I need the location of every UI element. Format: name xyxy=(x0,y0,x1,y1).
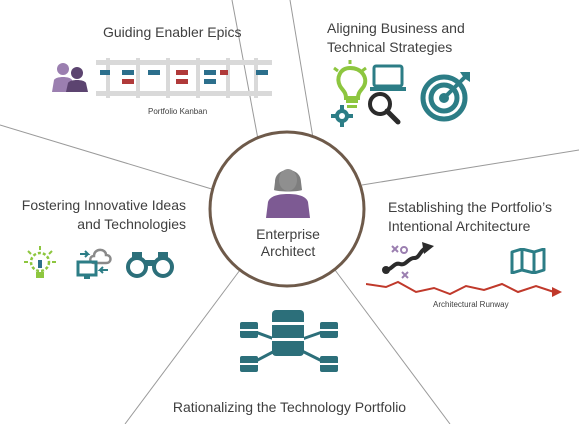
ideas-title-line1: Fostering Innovative Ideas xyxy=(21,197,186,213)
spoke-top-left xyxy=(231,0,261,151)
epics-title: Guiding Enabler Epics xyxy=(103,24,242,40)
strategies-title: Aligning Business and Technical Strategi… xyxy=(327,19,465,57)
magnifier-icon xyxy=(368,92,401,125)
spoke-top-right xyxy=(289,0,316,151)
architect-person-icon xyxy=(266,169,310,218)
map-icon xyxy=(510,248,546,274)
strategies-title-line1: Aligning Business and xyxy=(327,20,465,36)
architecture-title: Establishing the Portfolio’s Intentional… xyxy=(388,198,552,236)
spoke-left xyxy=(0,124,216,191)
ideas-title: Fostering Innovative Ideas and Technolog… xyxy=(14,196,186,234)
people-icon xyxy=(52,63,88,92)
binoculars-icon xyxy=(126,252,174,278)
runway-caption: Architectural Runway xyxy=(433,300,509,309)
kanban-board-icon xyxy=(96,58,272,98)
spoke-right xyxy=(361,149,579,186)
strategy-icons xyxy=(331,60,406,127)
portfolio-title: Rationalizing the Technology Portfolio xyxy=(172,399,407,415)
idea-bulb-icon xyxy=(24,246,56,278)
architecture-title-line1: Establishing the Portfolio’s xyxy=(388,199,552,215)
database-network-icon xyxy=(240,310,338,372)
database-icon xyxy=(272,310,304,356)
cloud-sync-icon xyxy=(76,248,112,279)
center-label: Enterprise Architect xyxy=(240,226,336,260)
architecture-title-line2: Intentional Architecture xyxy=(388,218,531,234)
lightbulb-icon xyxy=(333,60,368,108)
gear-icon xyxy=(331,105,353,127)
architectural-runway-line xyxy=(366,280,562,297)
center-label-line2: Architect xyxy=(260,243,316,259)
target-icon xyxy=(420,72,470,122)
spoke-bottom-right xyxy=(334,269,451,424)
spoke-bottom-left xyxy=(124,269,241,424)
roadmap-icon xyxy=(382,242,434,279)
center-label-line1: Enterprise xyxy=(256,226,320,242)
laptop-icon xyxy=(370,64,406,91)
ideas-title-line2: and Technologies xyxy=(77,216,186,232)
strategies-title-line2: Technical Strategies xyxy=(327,39,453,55)
kanban-caption: Portfolio Kanban xyxy=(148,107,208,116)
